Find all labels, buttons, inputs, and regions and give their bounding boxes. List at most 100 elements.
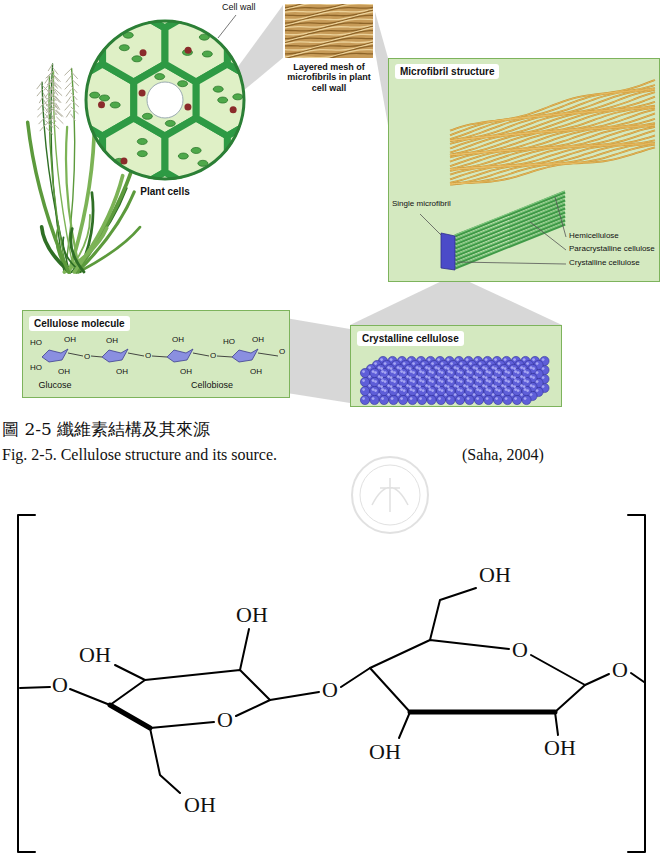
grass-plume — [45, 111, 51, 118]
sphere-highlight — [447, 385, 450, 388]
grass-plume — [66, 110, 71, 117]
atom-label: OH — [116, 368, 128, 377]
sphere-highlight — [495, 397, 498, 400]
sphere-highlight — [463, 366, 466, 369]
citation: (Saha, 2004) — [462, 446, 544, 464]
sphere-highlight — [456, 358, 459, 361]
rod-highlight — [455, 211, 565, 255]
sphere-highlight — [504, 367, 507, 370]
chloroplast — [66, 153, 76, 159]
sphere-highlight — [456, 376, 459, 379]
sphere-highlight — [485, 358, 488, 361]
sphere-highlight — [384, 380, 387, 383]
sphere-highlight — [526, 380, 529, 383]
sphere-highlight — [479, 371, 482, 374]
sphere-highlight — [368, 393, 371, 396]
sphere-highlight — [450, 362, 453, 365]
bond — [236, 700, 270, 716]
sphere-highlight — [409, 385, 412, 388]
glucose-unit-sphere — [417, 386, 426, 395]
sphere-highlight — [482, 393, 485, 396]
bond — [631, 673, 644, 682]
grass-plume — [56, 110, 63, 117]
fibre-highlight — [450, 102, 655, 149]
sphere-highlight — [476, 370, 479, 373]
sphere-highlight — [416, 375, 419, 378]
sphere-highlight — [517, 389, 520, 392]
glucose-unit-sphere — [427, 377, 436, 386]
bond — [115, 665, 145, 680]
sphere-highlight — [530, 366, 533, 369]
sphere-highlight — [505, 379, 508, 382]
grass-plume — [55, 96, 61, 103]
mesh-fibre — [285, 46, 373, 58]
sphere-highlight — [457, 370, 460, 373]
sphere-highlight — [390, 385, 393, 388]
sphere-highlight — [463, 393, 466, 396]
sphere-highlight — [444, 366, 447, 369]
sphere-highlight — [498, 380, 501, 383]
atom-label: OH — [172, 336, 184, 345]
paracrystalline-rod — [455, 216, 565, 260]
glucose-unit-sphere — [503, 386, 512, 395]
chloroplast — [132, 56, 142, 62]
grass-plume — [71, 100, 79, 107]
chloroplast — [178, 153, 188, 159]
organelle — [259, 157, 266, 164]
sphere-highlight — [486, 370, 489, 373]
grass-plume — [50, 80, 57, 87]
hemicellulose-fibre — [450, 97, 655, 144]
sphere-highlight — [381, 397, 384, 400]
fibre-highlight — [450, 130, 655, 171]
sphere-highlight — [422, 362, 425, 365]
sphere-highlight — [372, 388, 375, 391]
chloroplast — [119, 45, 129, 51]
sphere-highlight — [368, 375, 371, 378]
sphere-highlight — [412, 371, 415, 374]
sphere-highlight — [409, 376, 412, 379]
glucose-unit-sphere — [503, 395, 512, 404]
chloroplast — [58, 158, 68, 164]
sphere-highlight — [429, 370, 432, 373]
chloroplast — [174, 215, 184, 221]
sphere-highlight — [444, 393, 447, 396]
sphere-highlight — [454, 384, 457, 387]
sphere-highlight — [505, 370, 508, 373]
sphere-highlight — [494, 385, 497, 388]
picture-caption: Layered mesh of microfibrils in plant ce… — [283, 62, 375, 93]
sphere-highlight — [501, 366, 504, 369]
sphere-highlight — [422, 380, 425, 383]
fibre-highlight — [450, 144, 655, 184]
grass-plume — [65, 82, 72, 89]
figure-caption: 圖 2-5 纖維素結構及其來源 — [2, 420, 210, 439]
glucose-unit-sphere — [493, 377, 502, 386]
sphere-highlight — [435, 375, 438, 378]
sphere-highlight — [520, 375, 523, 378]
sphere-highlight — [475, 367, 478, 370]
sphere-highlight — [381, 388, 384, 391]
glucose-unit-sphere — [512, 377, 521, 386]
glucose-unit-sphere — [379, 377, 388, 386]
sphere-highlight — [429, 388, 432, 391]
glucose-unit-sphere — [379, 386, 388, 395]
sphere-highlight — [397, 384, 400, 387]
sphere-highlight — [488, 389, 491, 392]
sphere-highlight — [476, 397, 479, 400]
sphere-highlight — [450, 380, 453, 383]
hemicellulose-fibre — [450, 143, 655, 183]
sphere-highlight — [450, 371, 453, 374]
sphere-highlight — [399, 376, 402, 379]
panel-ground — [350, 325, 562, 407]
chloroplast — [239, 38, 249, 44]
sphere-highlight — [410, 397, 413, 400]
grass-plume — [45, 90, 50, 97]
rod-highlight — [455, 191, 565, 235]
hemicellulose-fibre — [450, 144, 655, 184]
zoom-wedge — [290, 319, 350, 403]
sphere-highlight — [532, 367, 535, 370]
grass-plume — [55, 103, 59, 110]
glucose-ring — [42, 349, 68, 362]
atom-label: OH — [106, 337, 118, 346]
atom-label: OH — [369, 740, 401, 764]
